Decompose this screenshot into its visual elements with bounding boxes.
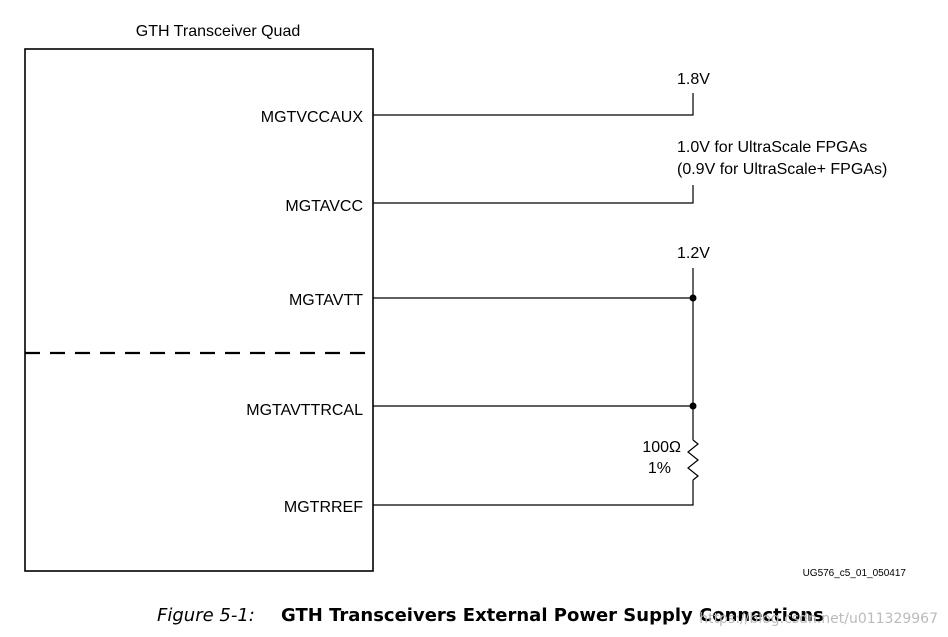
watermark: https://blog.csdn.net/u011329967 [699, 611, 938, 627]
resistor-tolerance: 1% [648, 460, 671, 477]
wire-mgtrref [373, 480, 694, 506]
junction-dot-avttrcal [689, 402, 697, 410]
quad-title: GTH Transceiver Quad [136, 23, 301, 40]
transceiver-quad-box [24, 48, 374, 572]
wire-mgtvccaux [373, 93, 694, 116]
pin-label-mgtvccaux: MGTVCCAUX [261, 109, 364, 126]
supply-label-mgtavcc-line2: (0.9V for UltraScale+ FPGAs) [677, 161, 887, 178]
resistor-symbol [687, 439, 699, 481]
pin-label-mgtavcc: MGTAVCC [285, 198, 363, 215]
supply-label-mgtavcc-line1: 1.0V for UltraScale FPGAs [677, 139, 867, 156]
pin-label-mgtavtt: MGTAVTT [289, 292, 363, 309]
resistor-value: 100Ω [642, 439, 681, 456]
junction-dot-avtt [689, 294, 697, 302]
caption-prefix: Figure 5-1: [157, 605, 255, 626]
figure-id: UG576_c5_01_050417 [803, 568, 907, 579]
supply-label-1v8: 1.8V [677, 71, 710, 88]
pin-label-mgtavttrcal: MGTAVTTRCAL [246, 402, 363, 419]
wire-mgtavcc [373, 185, 694, 204]
supply-label-1v2: 1.2V [677, 245, 710, 262]
caption-title: GTH Transceivers External Power Supply C… [281, 605, 824, 626]
pin-label-mgtrref: MGTRREF [284, 499, 363, 516]
